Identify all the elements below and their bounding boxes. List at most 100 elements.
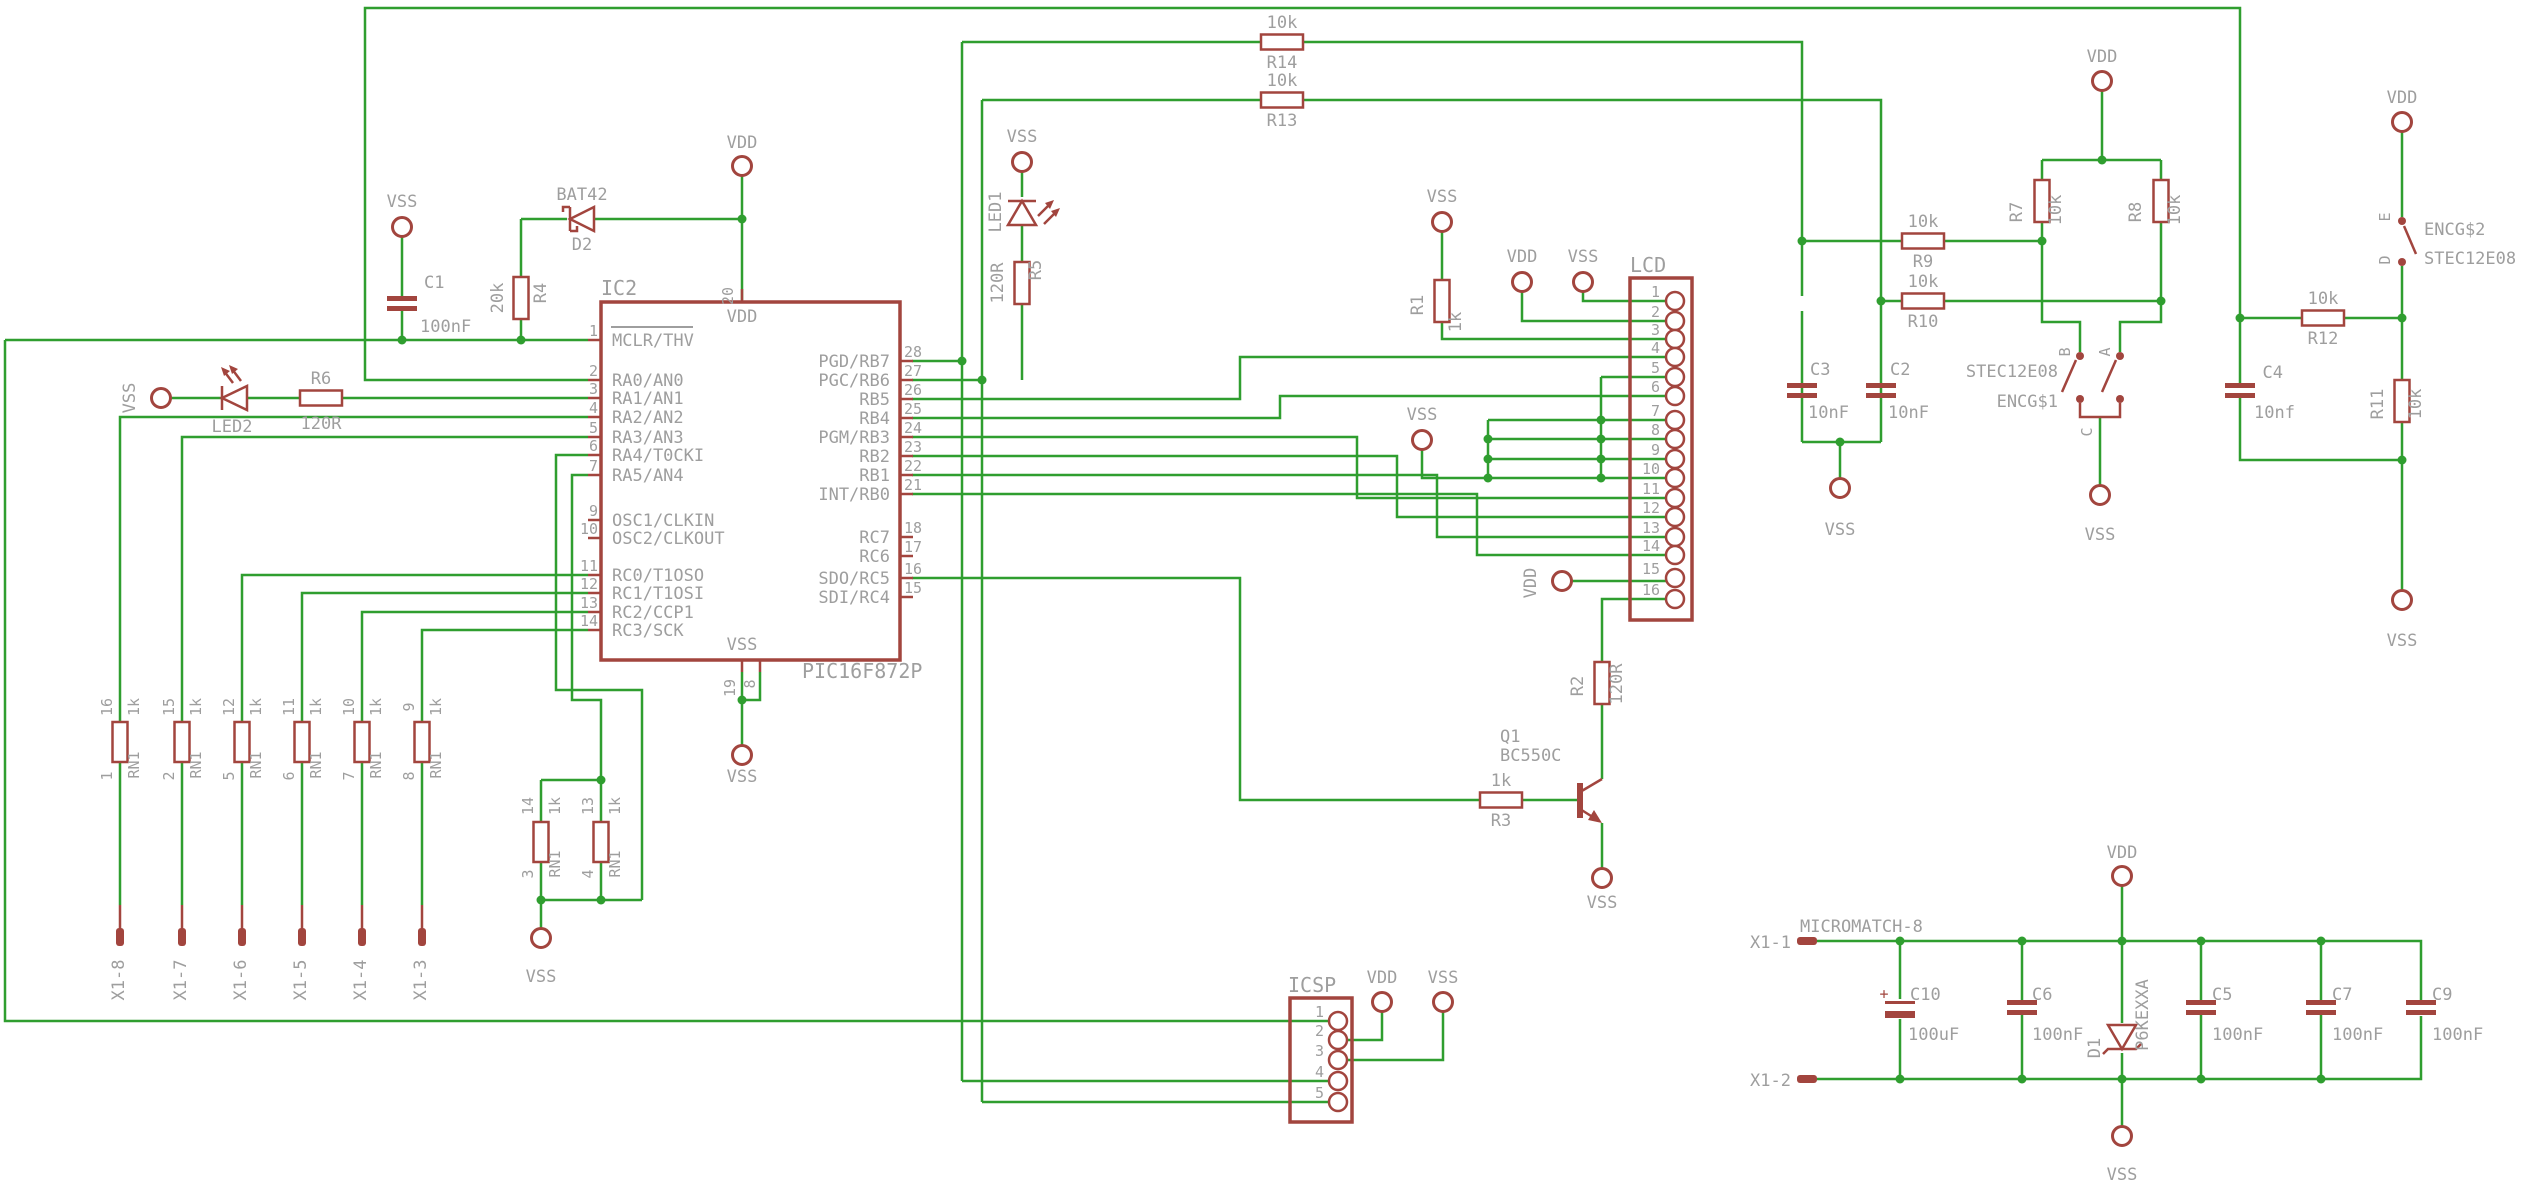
vdd-flag-ic2[interactable]: VDD — [727, 133, 758, 177]
encoder-encg2[interactable]: E D ENCG$2 STEC12E08 — [2376, 212, 2516, 269]
net-lcd-vss-bundle[interactable] — [1420, 375, 1666, 480]
vss-flag-icsp[interactable]: VSS — [1428, 968, 1459, 1013]
r9-ref: R9 — [1913, 252, 1933, 272]
resistor-r3[interactable]: 1k R3 — [1478, 771, 1524, 831]
resistor-r8[interactable]: R8 10k — [2126, 178, 2185, 225]
diode-d1[interactable]: D1 P6KEXXA — [2085, 979, 2153, 1058]
svg-text:RC7: RC7 — [859, 528, 890, 548]
net-rb1-lcd13[interactable] — [912, 473, 1666, 539]
svg-text:1: 1 — [98, 771, 116, 780]
net-ra5-rnpair[interactable] — [539, 473, 603, 822]
vss-flag-r11[interactable]: VSS — [2387, 589, 2418, 652]
vdd-flag-lcd15[interactable]: VDD — [1521, 568, 1573, 599]
net-wires[interactable] — [3, 6, 2423, 1126]
lcd-body[interactable] — [1628, 276, 1694, 622]
resistor-r9[interactable]: 10k R9 — [1900, 212, 1946, 272]
capacitor-c3[interactable]: C3 10nF — [1787, 360, 1849, 423]
diode-d2[interactable]: BAT42 D2 — [556, 185, 607, 255]
ic2-pic16f872p[interactable]: IC2 PIC16F872P VDD VSS 20 19 8 1 2 3 4 5… — [580, 276, 922, 697]
resistor-r12[interactable]: 10k R12 — [2300, 289, 2346, 349]
x1-power-terminals[interactable]: X1-1 X1-2 MICROMATCH-8 — [1750, 917, 1923, 1091]
encoder-encg1[interactable]: STEC12E08 ENCG$1 B A C — [1966, 347, 2124, 437]
vss-flag-r1[interactable]: VSS — [1427, 187, 1458, 233]
icsp-header[interactable]: ICSP 1 2 3 4 5 — [1288, 973, 1354, 1124]
net-rc0-col[interactable] — [240, 573, 588, 905]
capacitor-c6[interactable]: C6 100nF — [2007, 985, 2083, 1045]
resistor-r4[interactable]: 20k R4 — [488, 275, 551, 321]
x1-2-pad[interactable] — [1797, 1075, 1817, 1083]
svg-text:PGC/RB6: PGC/RB6 — [818, 371, 890, 391]
capacitor-c7[interactable]: C7 100nF — [2306, 985, 2383, 1045]
vss-flag-rail[interactable]: VSS — [2107, 1125, 2138, 1186]
net-rb0-lcd14[interactable] — [912, 492, 1666, 557]
vss-flag-rn1-pair[interactable]: VSS — [526, 927, 557, 988]
lcd-connector[interactable]: LCD 1 2 3 4 5 6 7 8 9 10 11 12 13 14 15 — [1628, 253, 1694, 622]
vdd-flag-enc2[interactable]: VDD — [2387, 88, 2418, 133]
capacitor-c5[interactable]: C5 100nF — [2186, 985, 2263, 1045]
net-rb5-lcd4[interactable] — [912, 355, 1666, 401]
vss-flag-ic2[interactable]: VSS — [727, 744, 758, 788]
resistor-r1[interactable]: R1 1k — [1408, 278, 1466, 332]
net-lcd-power[interactable] — [1440, 232, 1666, 583]
svg-text:RA2/AN2: RA2/AN2 — [612, 408, 684, 428]
net-enc1-b[interactable] — [1802, 239, 2082, 352]
transistor-q1[interactable]: Q1 BC550C — [1500, 727, 1603, 823]
net-enc2[interactable] — [2238, 132, 2404, 590]
net-ra3-col[interactable] — [180, 435, 588, 905]
capacitor-c2[interactable]: C2 10nF — [1866, 360, 1929, 423]
led2[interactable]: LED2 — [212, 365, 253, 437]
net-backlight[interactable] — [1600, 597, 1666, 868]
vss-flag-c3c2[interactable]: VSS — [1825, 477, 1856, 541]
net-ra2-col[interactable] — [118, 415, 588, 905]
net-ra0-topline[interactable] — [363, 6, 2242, 382]
net-rb2-lcd12[interactable] — [912, 454, 1666, 519]
ic2-body[interactable] — [599, 300, 902, 662]
resistor-r7[interactable]: R7 10k — [2007, 178, 2066, 225]
svg-text:INT/RB0: INT/RB0 — [818, 485, 890, 505]
vss-flag-led2[interactable]: VSS — [120, 383, 172, 414]
vss-flag-c1[interactable]: VSS — [387, 192, 418, 238]
vdd-flag-lcd2[interactable]: VDD — [1507, 247, 1538, 293]
resistor-r5[interactable]: 120R R5 — [988, 260, 1046, 306]
vss-flag-q1[interactable]: VSS — [1587, 867, 1618, 914]
x1-1-pad[interactable] — [1797, 937, 1817, 945]
resistor-r13[interactable]: 10k R13 — [1259, 71, 1305, 131]
net-pgc[interactable] — [912, 98, 1883, 1104]
net-rb4-lcd6[interactable] — [912, 394, 1666, 420]
vss-flag-enc1[interactable]: VSS — [2085, 484, 2116, 546]
net-ra4-rnpair[interactable] — [539, 453, 644, 928]
net-pgd[interactable] — [912, 40, 1804, 1083]
net-rc3-col[interactable] — [420, 628, 588, 905]
led1[interactable]: LED1 — [986, 192, 1060, 233]
x1-terminal-pads[interactable] — [116, 905, 426, 946]
resistor-r10[interactable]: 10k R10 — [1900, 272, 1946, 332]
capacitor-c9[interactable]: C9 100nF — [2406, 985, 2483, 1045]
r11-ref: R11 — [2368, 389, 2388, 420]
rn1-network[interactable]: 16 1k 1 RN1 15 1k 2 RN1 12 1k 5 RN1 11 1… — [98, 698, 445, 1001]
capacitor-c4[interactable]: C4 10nf — [2225, 363, 2295, 423]
net-mclr[interactable] — [3, 219, 1329, 1023]
net-d2-vdd[interactable] — [521, 176, 744, 300]
resistor-r6[interactable]: R6 120R — [298, 369, 344, 434]
net-ic-vss[interactable] — [740, 672, 762, 745]
rn1-spare-pair[interactable]: 14 1k 3 RN1 13 1k 4 RN1 — [519, 797, 624, 879]
capacitor-c1[interactable]: C1 100nF — [387, 273, 471, 337]
capacitor-c10[interactable]: + C10 100uF — [1879, 985, 1959, 1045]
resistor-r11[interactable]: R11 10k — [2368, 378, 2426, 424]
vss-flag-lcd-data[interactable]: VSS — [1407, 405, 1438, 451]
vdd-flag-icsp[interactable]: VDD — [1367, 968, 1398, 1013]
c3-ref: C3 — [1810, 360, 1830, 380]
net-rc1-col[interactable] — [300, 591, 588, 905]
vss-flag-lcd1[interactable]: VSS — [1568, 247, 1599, 293]
net-rc5-r3[interactable] — [912, 576, 1577, 802]
vdd-flag-enc1[interactable]: VDD — [2087, 47, 2118, 92]
net-rb3-lcd11[interactable] — [912, 435, 1666, 500]
icsp-body[interactable] — [1288, 996, 1354, 1124]
resistor-r14[interactable]: 10k R14 — [1259, 13, 1305, 73]
vdd-flag-rail[interactable]: VDD — [2107, 843, 2138, 887]
net-x1-rails[interactable] — [1817, 886, 2423, 1126]
svg-text:1: 1 — [589, 322, 598, 340]
net-rc2-col[interactable] — [360, 610, 588, 905]
vss-flag-led1[interactable]: VSS — [1007, 127, 1038, 173]
resistor-r2[interactable]: R2 120R — [1568, 660, 1627, 706]
